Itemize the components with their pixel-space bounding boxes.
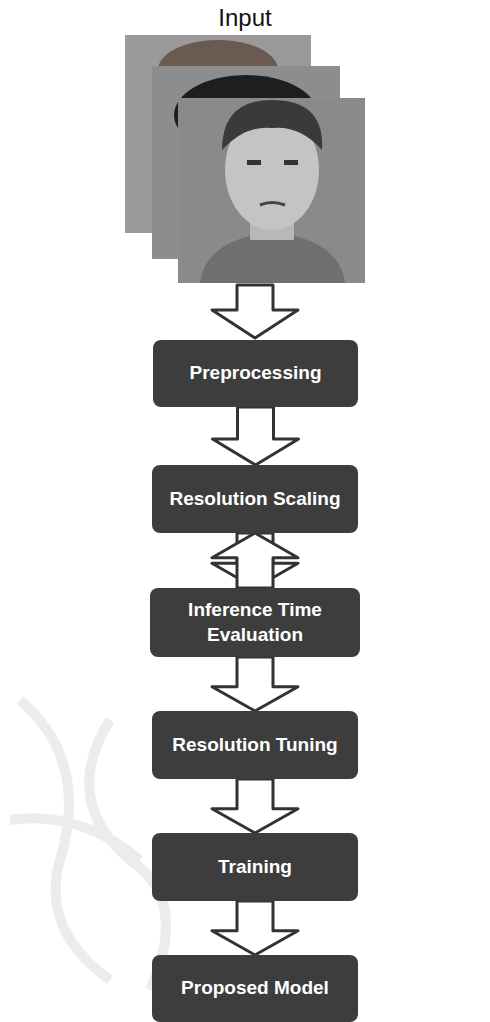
arrow-body [213,407,299,465]
block-arrow [212,901,298,955]
arrow-body [212,533,298,588]
block-arrow [212,779,298,833]
process-box: Preprocessing [153,340,358,407]
block-arrow [212,657,298,711]
process-box: Training [152,833,358,901]
arrow-body [212,901,298,955]
arrow-body [212,779,298,833]
block-arrow [212,533,298,588]
process-box: Resolution Scaling [152,465,358,533]
box-label: Inference Time Evaluation [164,598,346,647]
watermark [10,700,166,990]
block-arrow [213,407,299,465]
arrow-body [212,533,298,588]
diagram-title: Input [0,4,490,32]
block-arrow [212,533,298,588]
box-label: Resolution Tuning [172,733,337,758]
process-box: Resolution Tuning [152,711,358,779]
box-label: Training [218,855,292,880]
box-label: Proposed Model [181,976,329,1001]
box-label: Resolution Scaling [169,487,340,512]
face-stack [125,35,365,283]
box-label: Preprocessing [190,361,322,386]
process-box: Inference Time Evaluation [150,588,360,657]
input-arrow [212,285,298,338]
process-box: Proposed Model [152,955,358,1022]
arrow-body [212,657,298,711]
